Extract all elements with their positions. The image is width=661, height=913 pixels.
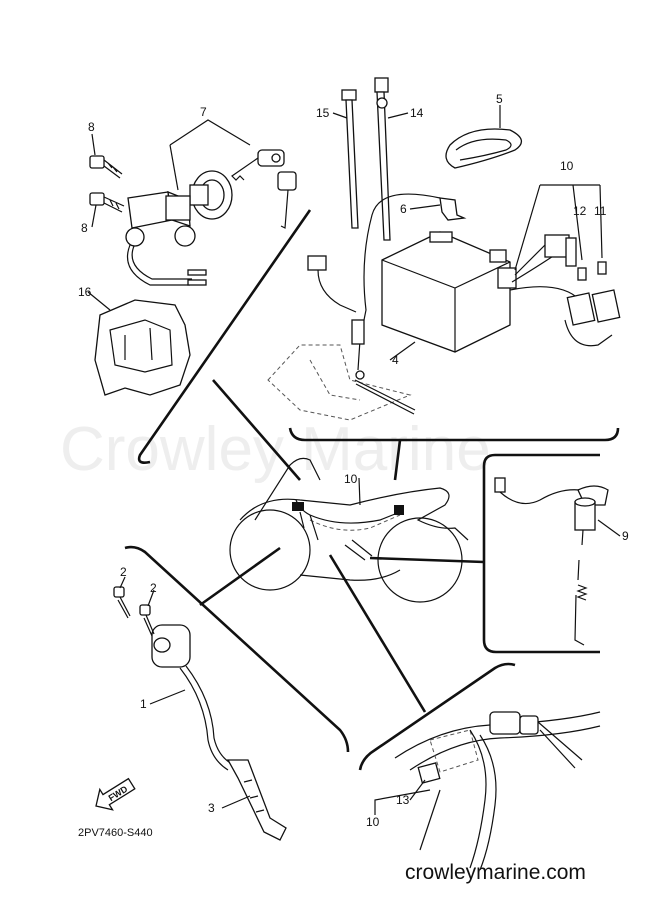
callout-5: 5 — [496, 92, 503, 106]
pointer-right — [369, 556, 485, 564]
fwd-arrow-icon: FWD — [95, 777, 136, 811]
callout-9: 9 — [622, 529, 629, 543]
harness-connector — [292, 502, 304, 511]
pointer-upper-right — [393, 439, 402, 481]
divider-right — [482, 453, 600, 654]
battery-lead — [307, 193, 441, 380]
band-5 — [445, 128, 522, 169]
callout-4: 4 — [392, 353, 399, 367]
callout-10: 10 — [366, 815, 380, 829]
key-icon — [231, 149, 297, 229]
callout-10: 10 — [560, 159, 574, 173]
callout-7: 7 — [200, 105, 207, 119]
callout-8: 8 — [81, 221, 88, 235]
battery-4 — [381, 231, 517, 353]
harness-connector-rear — [394, 505, 404, 515]
callout-6: 6 — [400, 202, 407, 216]
divider-lower-right — [358, 662, 516, 771]
handlebar-area — [394, 711, 601, 871]
ignition-coil — [151, 624, 287, 841]
watermark: Crowley Marine — [60, 415, 491, 484]
main-switch-assembly — [89, 119, 297, 286]
fuse-box — [509, 184, 621, 347]
neutral-switch-9 — [494, 477, 609, 646]
callout-14: 14 — [410, 106, 424, 120]
callout-3: 3 — [208, 801, 215, 815]
callout-2: 2 — [120, 565, 127, 579]
footer-url: crowleymarine.com — [405, 861, 586, 884]
callout-1: 1 — [140, 697, 147, 711]
pointer-lower-right — [328, 554, 427, 713]
rear-wheel — [377, 517, 463, 603]
region-dividers — [124, 209, 620, 771]
callout-13: 13 — [396, 793, 410, 807]
callout-15: 15 — [316, 106, 330, 120]
leader-lines — [87, 105, 621, 815]
callout-12: 12 — [573, 204, 587, 218]
screw-icon — [113, 586, 155, 637]
callout-16: 16 — [78, 285, 92, 299]
divider-lower-left — [124, 545, 350, 753]
callout-10: 10 — [344, 472, 358, 486]
callout-labels: 8 8 7 16 15 14 5 6 10 12 11 4 10 9 2 2 1… — [78, 92, 629, 829]
frame-outline — [267, 344, 416, 421]
motorcycle-outline — [229, 457, 469, 603]
relay-13 — [417, 762, 441, 784]
battery-bracket-6 — [439, 197, 467, 221]
pointer-upper-left — [212, 379, 301, 481]
wire-harness-10 — [292, 499, 404, 541]
divider-upper-right — [288, 427, 620, 442]
front-wheel — [229, 509, 311, 591]
diagram-reference: 2PV7460-S440 — [78, 827, 153, 839]
callout-11: 11 — [594, 204, 607, 218]
divider-upper-left — [137, 209, 312, 464]
bolt-icon — [89, 155, 125, 213]
callout-2: 2 — [150, 581, 157, 595]
cable-ties — [341, 77, 391, 241]
callout-8: 8 — [88, 120, 95, 134]
cover-16 — [94, 299, 191, 396]
